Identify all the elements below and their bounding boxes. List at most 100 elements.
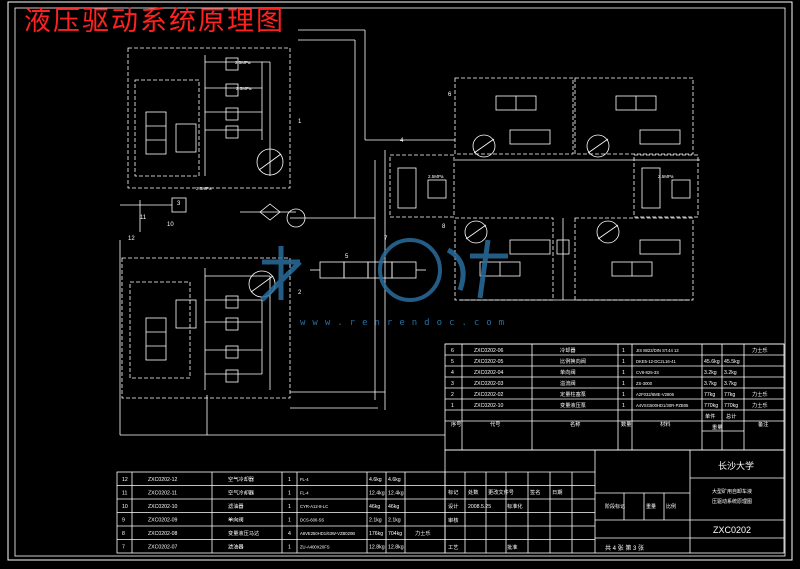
review-label: 审核 xyxy=(448,516,458,524)
component-number-label: 11 xyxy=(140,215,147,221)
parts-header-name: 名称 xyxy=(570,420,580,428)
parts-row-qty: 1 xyxy=(622,392,625,398)
parts-row-qty: 4 xyxy=(288,531,291,537)
parts-row-code: ZXC0202-09 xyxy=(148,518,178,524)
parts-row-note: 力士乐 xyxy=(752,390,768,398)
parts-row-no: 11 xyxy=(122,491,127,497)
parts-row-unit-weight: 176kg xyxy=(369,531,383,537)
pressure-label: 2.5MPa xyxy=(196,186,212,191)
parts-row-unit-weight: 3.2kg xyxy=(704,370,717,376)
parts-row-material: FL-4 xyxy=(300,477,309,482)
date-label: 日期 xyxy=(552,489,562,496)
parts-row-name: 冷却器 xyxy=(560,346,576,354)
parts-row-note: 力士乐 xyxy=(752,401,768,409)
parts-row-unit-weight: 2.1kg xyxy=(369,518,382,524)
parts-row-material: A2F032/6ME-V2806 xyxy=(636,392,675,397)
parts-row-no: 2 xyxy=(451,392,454,398)
parts-row-total-weight: 704kg xyxy=(388,531,402,537)
parts-row-qty: 1 xyxy=(288,504,291,510)
parts-row-code: ZXC0202-10 xyxy=(148,504,178,510)
approve-label: 批准 xyxy=(507,543,517,551)
drawing-number: ZXC0202 xyxy=(713,525,751,535)
parts-row-note: 力士乐 xyxy=(415,529,431,537)
parts-row-code: ZXC0202-11 xyxy=(148,491,177,497)
parts-row-no: 7 xyxy=(122,545,125,551)
parts-row-code: ZXC0202-06 xyxy=(474,348,504,354)
drawing-title: 液压驱动系统原理图 xyxy=(24,6,285,37)
component-number-label: 8 xyxy=(442,224,446,230)
parts-row-unit-weight: 12.8kg xyxy=(369,545,385,551)
component-number-label: 5 xyxy=(345,254,349,260)
component-number-label: 10 xyxy=(167,222,174,228)
parts-row-name: 单向阀 xyxy=(560,368,576,376)
pressure-label: 2.5MPa xyxy=(428,174,444,179)
parts-row-code: ZXC0202-07 xyxy=(148,545,178,551)
parts-row-total-weight: 2.1kg xyxy=(388,518,401,524)
scale-label: 比例 xyxy=(666,503,676,510)
parts-row-note: 力士乐 xyxy=(752,346,768,354)
count-label: 处数 xyxy=(468,488,479,496)
parts-row-qty: 1 xyxy=(288,477,291,483)
parts-header-total: 总计 xyxy=(726,412,736,420)
parts-header-weight: 重量 xyxy=(712,423,722,431)
parts-row-material: DCS-600-SS xyxy=(300,518,324,523)
pressure-label: 2.5MPa xyxy=(235,60,251,65)
standardization-date: 2008.5.25 xyxy=(468,504,491,510)
parts-row-no: 5 xyxy=(451,359,454,365)
parts-row-total-weight: 12.8kg xyxy=(388,545,404,551)
parts-row-name: 单向阀 xyxy=(228,516,244,524)
parts-row-name: 溢流阀 xyxy=(560,379,576,387)
sheet-count: 共 4 张 第 3 张 xyxy=(605,544,644,552)
component-number-label: 7 xyxy=(384,236,388,242)
mark-label: 标记 xyxy=(448,488,458,496)
parts-row-unit-weight: 46kg xyxy=(369,504,380,510)
parts-row-total-weight: 12.4kg xyxy=(388,491,404,497)
craft-label: 工艺 xyxy=(448,544,458,551)
parts-header-code: 代号 xyxy=(490,420,500,428)
parts-row-unit-weight: 45.6kg xyxy=(704,359,720,365)
parts-row-material: DKE5-12-DC2L16-41 xyxy=(636,359,676,364)
parts-row-material: ZS-3000 xyxy=(636,381,653,386)
parts-row-code: ZXC0202-04 xyxy=(474,370,504,376)
watermark-logo-icon xyxy=(260,238,508,302)
parts-row-no: 9 xyxy=(122,518,125,524)
parts-row-name: 空气冷却器 xyxy=(228,489,255,497)
parts-row-qty: 1 xyxy=(288,545,291,551)
parts-row-no: 10 xyxy=(122,504,128,510)
parts-header-note: 备注 xyxy=(758,420,768,428)
parts-row-material: A6VE250HD1/63W-VZB020B xyxy=(300,531,355,536)
parts-row-total-weight: 46kg xyxy=(388,504,399,510)
parts-row-material: A4VSG500HD1/30R-PZB05 xyxy=(636,403,689,408)
parts-row-name: 定量柱塞泵 xyxy=(560,390,586,398)
parts-row-material: FL-4 xyxy=(300,491,309,496)
parts-row-qty: 1 xyxy=(288,518,291,524)
parts-header-qty: 数量 xyxy=(621,420,631,428)
parts-header-no: 序号 xyxy=(451,420,461,428)
parts-row-name: 变量液压马达 xyxy=(228,529,259,537)
component-number-label: 4 xyxy=(400,138,404,144)
parts-row-qty: 1 xyxy=(622,370,625,376)
parts-row-unit-weight: 77kg xyxy=(704,392,715,398)
parts-row-name: 变量液压泵 xyxy=(560,401,586,409)
parts-row-total-weight: 45.5kg xyxy=(724,359,740,365)
school-name: 长沙大学 xyxy=(718,460,754,471)
parts-row-unit-weight: 12.4kg xyxy=(369,491,385,497)
parts-row-code: ZXC0202-02 xyxy=(474,392,504,398)
parts-row-material: JIS 8822/DIN ST.44 13 xyxy=(636,348,679,353)
parts-row-no: 12 xyxy=(122,477,128,483)
parts-row-unit-weight: 4.6kg xyxy=(369,477,382,483)
weight-label: 重量 xyxy=(646,503,656,510)
pressure-label: 2.5MPa xyxy=(236,86,252,91)
parts-row-no: 8 xyxy=(122,531,125,537)
component-number-label: 12 xyxy=(128,236,135,242)
standardization-label: 标准化 xyxy=(507,502,523,510)
parts-row-no: 4 xyxy=(451,370,454,376)
component-number-label: 6 xyxy=(448,92,452,98)
parts-row-material: CV8-825-3S xyxy=(636,370,659,375)
project-title-line1: 大型矿用自卸车液 xyxy=(712,488,752,495)
parts-row-name: 比例换向阀 xyxy=(560,357,586,365)
parts-row-qty: 1 xyxy=(622,348,625,354)
parts-row-no: 1 xyxy=(451,403,454,409)
